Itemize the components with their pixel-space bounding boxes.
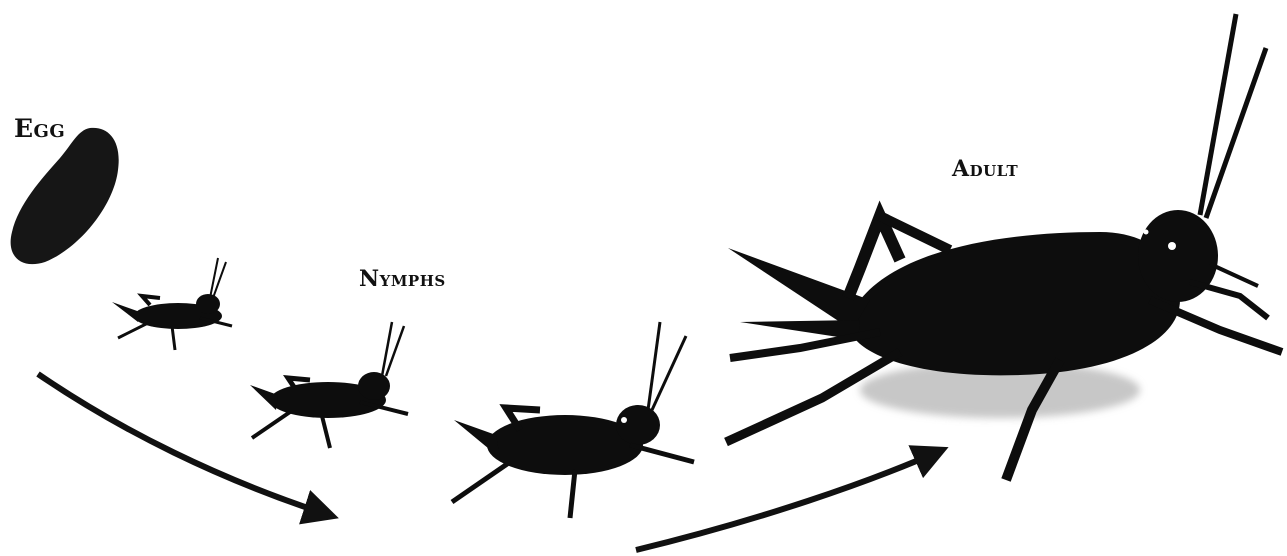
- arrow-nymphs-to-adult: [636, 450, 942, 550]
- nymph-small: [112, 258, 232, 350]
- adult-cricket: [726, 14, 1282, 480]
- nymphs-label: Nymphs: [359, 266, 446, 292]
- egg-label: Egg: [14, 114, 65, 143]
- adult-label: Adult: [952, 156, 1018, 182]
- nymph-large: [452, 322, 694, 518]
- nymph-medium: [250, 322, 408, 448]
- egg-shape: [11, 128, 119, 264]
